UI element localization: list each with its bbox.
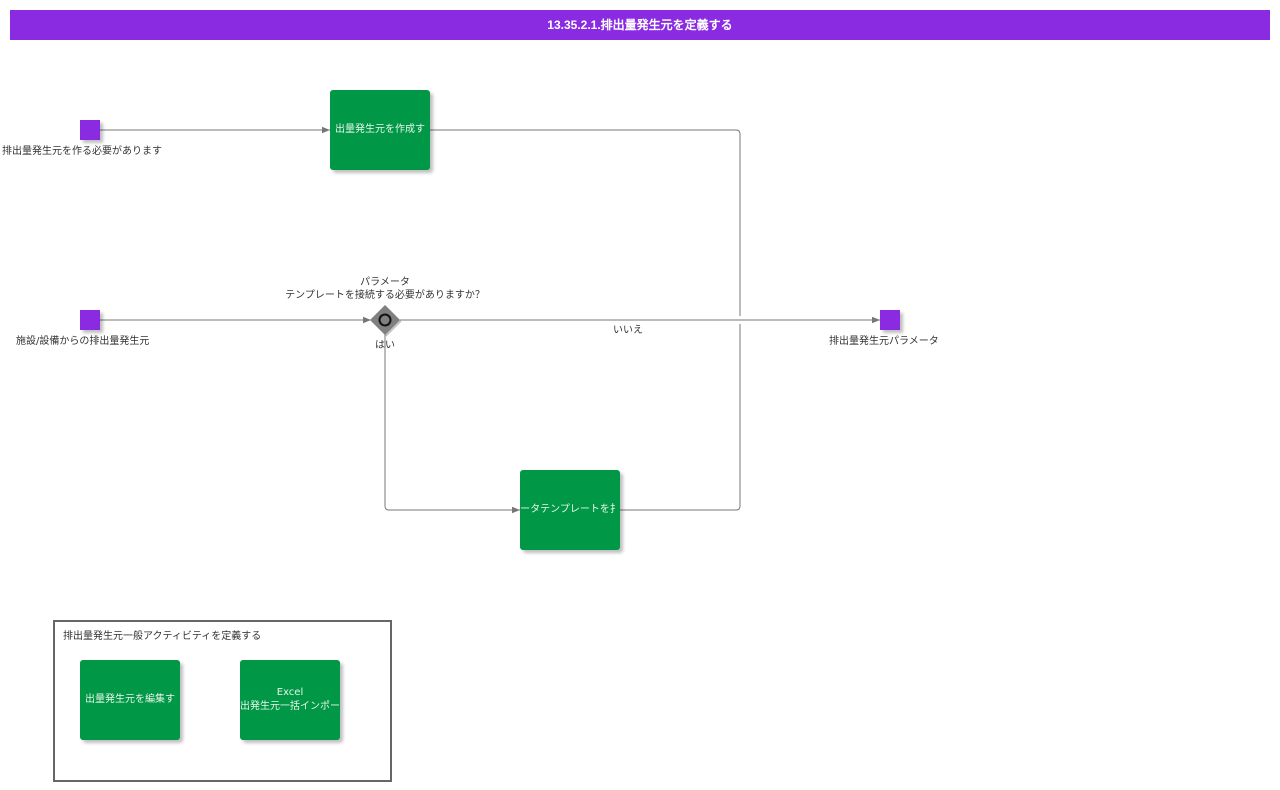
flow-attach-task-to-merge[interactable]: [620, 324, 741, 511]
task-edit-source-label: 出量発生元を編集す: [85, 694, 175, 705]
flow-create-task-to-merge[interactable]: [430, 129, 741, 316]
task-excel-import-line2: 出発生元一括インポー: [240, 701, 340, 712]
group-label: 排出量発生元一般アクティビティを定義する: [63, 631, 262, 642]
diagram-title: 13.35.2.1.排出量発生元を定義する: [10, 10, 1270, 40]
group-general-activities: 排出量発生元一般アクティビティを定義する: [53, 620, 392, 782]
gateway-question-line1: パラメータ: [360, 277, 410, 288]
task-edit-source[interactable]: 出量発生元を編集す: [80, 660, 180, 740]
gateway-question-line2: テンプレートを接続する必要がありますか？: [285, 290, 485, 301]
start-event-create[interactable]: [80, 120, 100, 140]
task-excel-import[interactable]: Excel 出発生元一括インポー: [240, 660, 340, 740]
task-excel-import-line1: Excel: [276, 687, 304, 698]
task-create-source-label: 出量発生元を作成す: [335, 124, 425, 135]
end-event-parameters[interactable]: [880, 310, 900, 330]
gateway-question: パラメータ テンプレートを接続する必要がありますか？: [265, 276, 505, 302]
start-event-facility-label: 施設/設備からの排出量発生元: [16, 336, 150, 347]
start-event-facility[interactable]: [80, 310, 100, 330]
gateway-circle-icon: [378, 313, 392, 327]
gateway-yes-label: はい: [375, 340, 395, 351]
gateway-no-label: いいえ: [613, 325, 643, 336]
start-event-create-label: 排出量発生元を作る必要があります: [2, 146, 162, 157]
task-attach-template-label: ータテンプレートを扌: [520, 504, 620, 515]
end-event-parameters-label: 排出量発生元パラメータ: [829, 336, 939, 347]
flow-gateway-yes-to-attach-task[interactable]: [384, 333, 520, 514]
task-create-source[interactable]: 出量発生元を作成す: [330, 90, 430, 170]
task-attach-template[interactable]: ータテンプレートを扌: [520, 470, 620, 550]
inclusive-gateway[interactable]: [370, 305, 402, 337]
